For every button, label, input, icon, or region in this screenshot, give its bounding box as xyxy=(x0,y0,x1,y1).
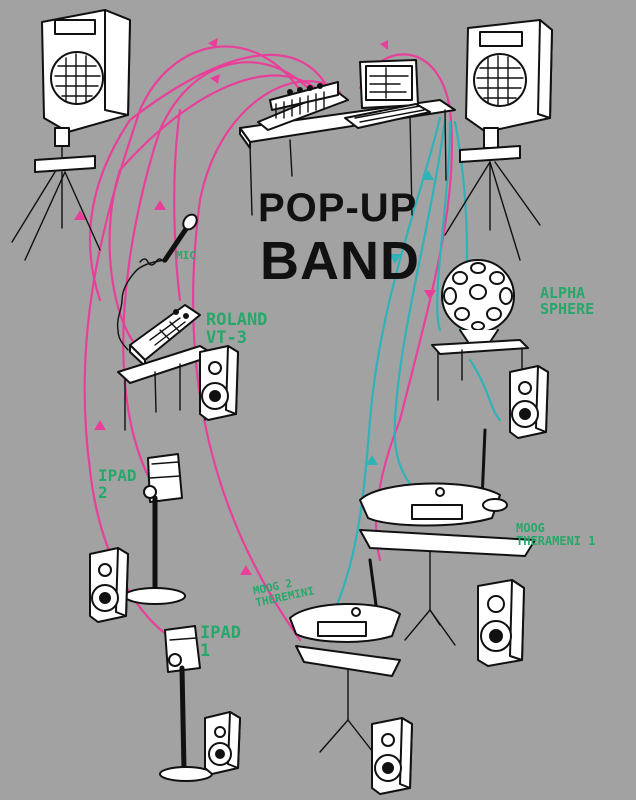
label-mic: MIC xyxy=(176,249,196,262)
label-moog-theremini-1: MOOG THERAMENI 1 xyxy=(516,521,596,548)
moog-theremini-1 xyxy=(359,428,536,646)
monitor-speaker-alpha xyxy=(509,365,549,439)
ipad-2-stand xyxy=(124,453,186,605)
mixer-console xyxy=(257,81,349,131)
label-ipad-2: IPAD 2 xyxy=(98,466,137,502)
pa-speaker-right xyxy=(444,19,553,261)
monitor-speaker-ipad1 xyxy=(204,711,241,775)
title-line-1: POP-UP xyxy=(258,186,418,230)
monitor-speaker-ipad2 xyxy=(89,547,129,623)
moog-theremini-2 xyxy=(289,558,401,757)
pa-speaker-left xyxy=(11,9,131,261)
laptop xyxy=(344,59,431,129)
roland-vt3 xyxy=(117,304,216,431)
monitor-speaker-moog2 xyxy=(371,717,413,795)
label-alpha-sphere: ALPHA SPHERE xyxy=(540,284,595,318)
title-line-2: BAND xyxy=(260,231,420,291)
label-ipad-1: IPAD 1 xyxy=(200,623,241,661)
microphone xyxy=(116,213,198,351)
monitor-speaker-roland xyxy=(199,345,239,421)
label-roland-vt3: ROLAND VT-3 xyxy=(206,310,268,348)
monitor-speaker-moog1 xyxy=(477,579,525,667)
